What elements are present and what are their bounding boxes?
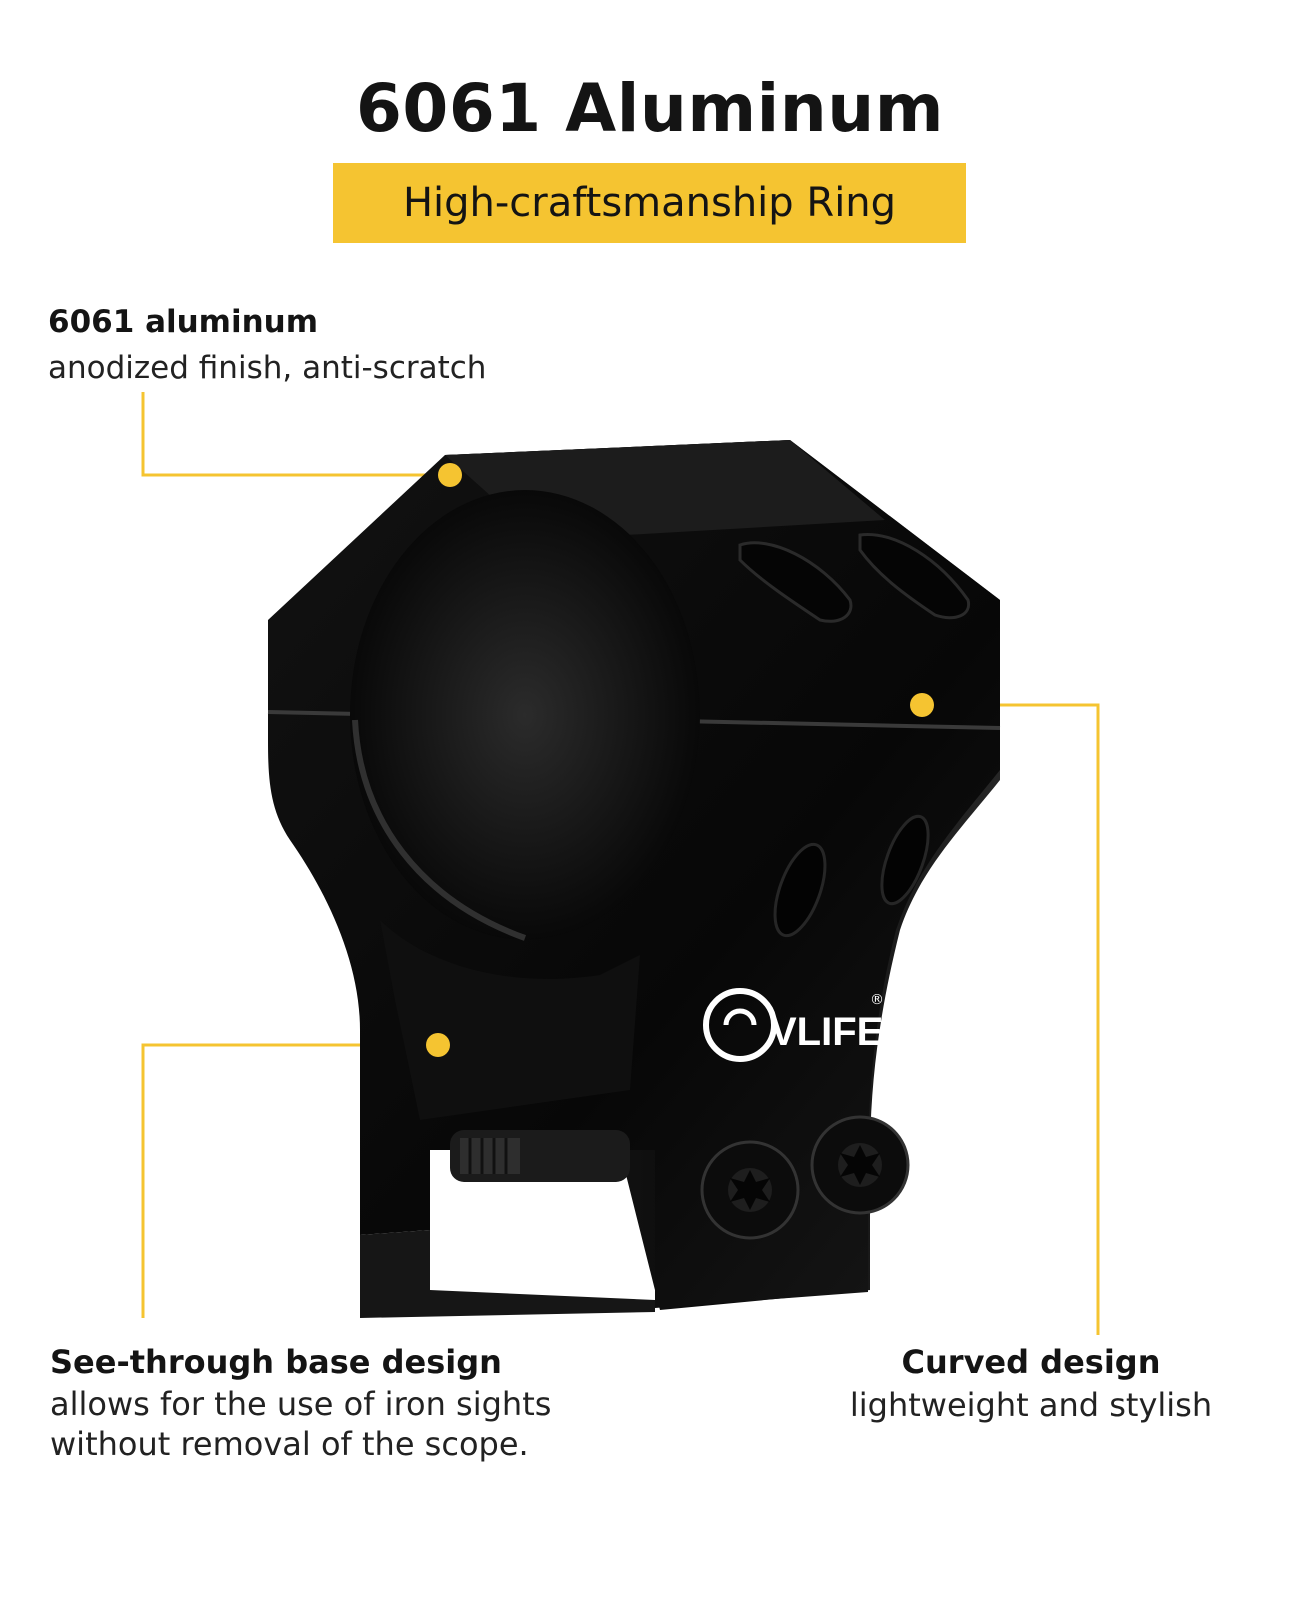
rail-slot — [360, 1230, 655, 1318]
dot-curve — [910, 693, 934, 717]
side-screw-holes — [773, 814, 930, 938]
brand-logo-icon: VLIFE ® — [703, 988, 884, 1062]
subtitle-banner: High-craftsmanship Ring — [333, 163, 966, 243]
torx-screw-icon — [700, 1115, 910, 1240]
see-through-window — [380, 920, 640, 1120]
subtitle-text: High-craftsmanship Ring — [402, 180, 897, 226]
callout-curve: Curved design lightweight and stylish — [830, 1340, 1232, 1426]
callout-curve-description: lightweight and stylish — [849, 1386, 1213, 1424]
callout-base-description-line1: allows for the use of iron sights — [50, 1385, 552, 1423]
ring-bore — [350, 490, 700, 940]
callout-dots — [426, 463, 934, 1057]
leader-material — [141, 392, 450, 477]
brand-name: VLIFE — [770, 1010, 883, 1054]
callout-material: 6061 aluminum anodized finish, anti-scra… — [48, 300, 486, 392]
callout-material-description: anodized finish, anti-scratch — [48, 350, 487, 386]
cross-bolt — [450, 1130, 630, 1182]
callout-curve-heading: Curved design — [901, 1343, 1161, 1381]
dot-base — [426, 1033, 450, 1057]
leader-base — [141, 1043, 438, 1318]
callout-base-description-line2: without removal of the scope. — [50, 1425, 529, 1463]
callout-material-heading: 6061 aluminum — [48, 304, 319, 340]
callout-base-heading: See-through base design — [50, 1343, 502, 1381]
callout-base: See-through base design allows for the u… — [50, 1340, 551, 1464]
page-title: 6061 Aluminum — [356, 70, 944, 147]
dot-material — [438, 463, 462, 487]
registered-mark: ® — [870, 992, 884, 1008]
top-screw-holes — [738, 532, 971, 623]
